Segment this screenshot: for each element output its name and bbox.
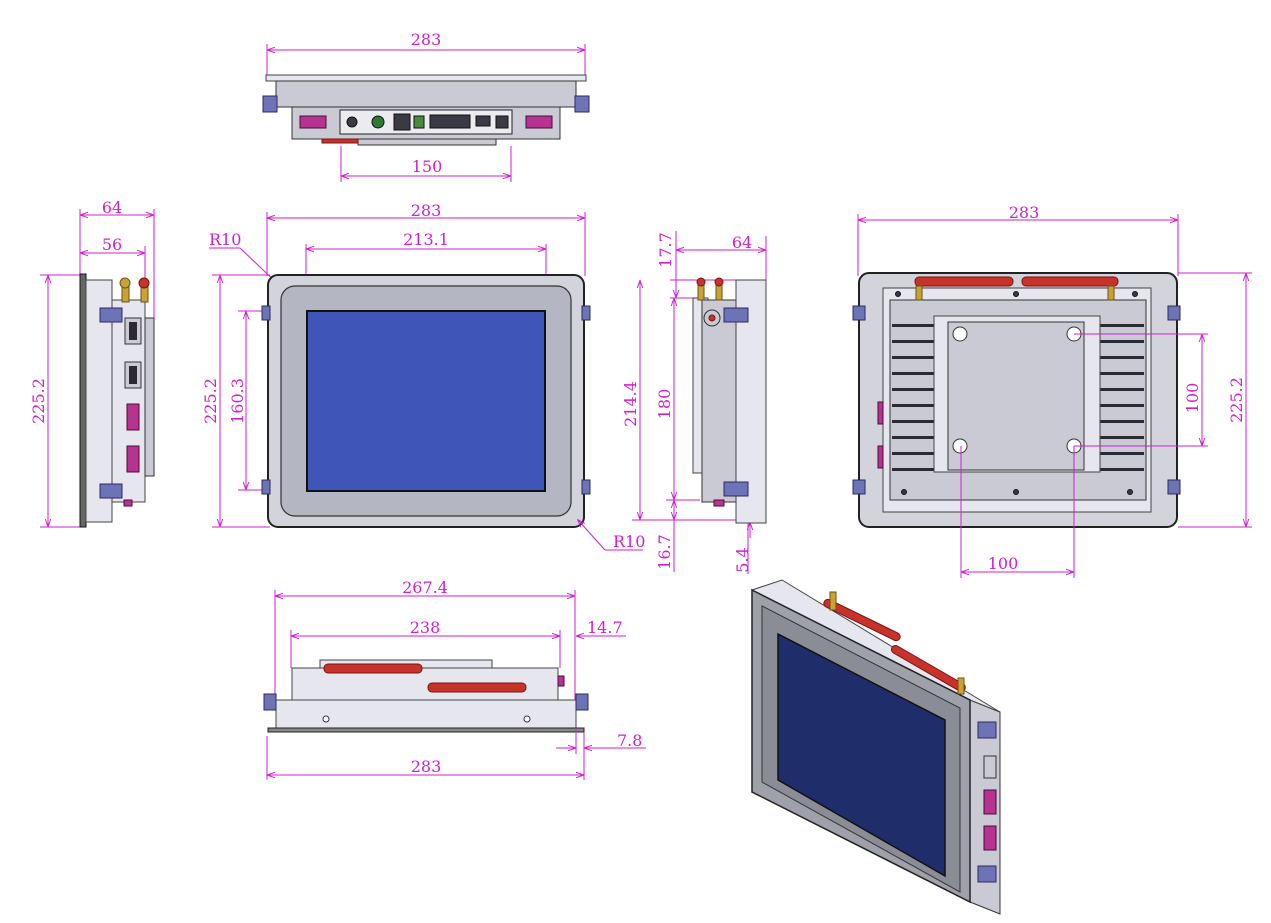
iso-antenna-2 xyxy=(890,644,966,692)
left-depth-total-dimension: 64 xyxy=(102,198,122,217)
right-depth-dimension: 64 xyxy=(732,233,752,252)
back-height-dimension: 225.2 xyxy=(1227,377,1246,423)
top-width-dimension: 283 xyxy=(411,30,442,49)
bottom-antenna-1 xyxy=(323,663,423,674)
top-port-left xyxy=(299,115,327,129)
bottom-antenna-2 xyxy=(427,682,527,693)
top-clip-left xyxy=(262,95,278,113)
back-antenna-left xyxy=(914,276,1014,287)
top-view-bezel xyxy=(265,74,587,82)
iso-screen xyxy=(777,632,946,878)
iso-antenna-1 xyxy=(823,598,901,642)
left-side-view: 64 56 225.2 xyxy=(29,198,155,528)
top-port-right xyxy=(525,115,553,129)
radius-top-label: R10 xyxy=(209,230,241,249)
front-view: 283 213.1 225.2 160.3 R10 R10 xyxy=(201,201,645,551)
back-width-dimension: 283 xyxy=(1009,203,1040,222)
back-antenna-right xyxy=(1021,276,1119,287)
right-mount-height-dimension: 180 xyxy=(655,389,674,420)
left-depth-body-dimension: 56 xyxy=(102,235,122,254)
right-height-dimension: 214.4 xyxy=(621,381,640,427)
bottom-frame-offset-dimension: 7.8 xyxy=(617,731,642,750)
connector-width-dimension: 150 xyxy=(412,157,443,176)
bottom-view: 267.4 238 14.7 7.8 283 xyxy=(263,578,646,780)
front-screen xyxy=(306,310,546,492)
vesa-vertical-dimension: 100 xyxy=(1183,383,1202,414)
vesa-horizontal-dimension: 100 xyxy=(988,554,1019,573)
top-view: 283 150 xyxy=(262,30,590,182)
bottom-body-width-dimension: 267.4 xyxy=(402,578,448,597)
left-front-bezel xyxy=(79,273,87,528)
bottom-side-offset-dimension: 14.7 xyxy=(587,618,623,637)
vent-slots-left xyxy=(892,324,938,471)
left-side-plate xyxy=(144,317,155,477)
right-frame xyxy=(701,299,739,503)
left-serial-port-2 xyxy=(126,445,140,473)
isometric-view xyxy=(750,579,1001,915)
front-width-dimension: 283 xyxy=(411,201,442,220)
radius-bottom-label: R10 xyxy=(613,532,645,551)
top-mount-plate xyxy=(357,138,497,146)
vent-slots-right xyxy=(1098,324,1144,471)
bottom-frame xyxy=(275,699,577,729)
right-top-offset-dimension: 17.7 xyxy=(656,232,675,268)
right-side-view: 64 17.7 214.4 180 16.7 5.4 xyxy=(621,231,767,574)
screen-height-dimension: 160.3 xyxy=(228,378,247,424)
left-height-dimension: 225.2 xyxy=(29,378,48,424)
top-clip-right xyxy=(574,95,590,113)
bottom-inner-width-dimension: 238 xyxy=(410,618,441,637)
bottom-width-dimension: 283 xyxy=(411,757,442,776)
screen-width-dimension: 213.1 xyxy=(403,230,449,249)
left-serial-port-1 xyxy=(126,403,140,431)
back-view: 283 225.2 xyxy=(852,203,1252,578)
top-view-frame xyxy=(275,80,577,108)
vesa-hole-1 xyxy=(952,326,968,342)
right-plate-dimension: 5.4 xyxy=(733,547,752,572)
front-height-dimension: 225.2 xyxy=(201,378,220,424)
bottom-bezel xyxy=(267,727,585,733)
right-bottom-offset-dimension: 16.7 xyxy=(655,534,674,570)
